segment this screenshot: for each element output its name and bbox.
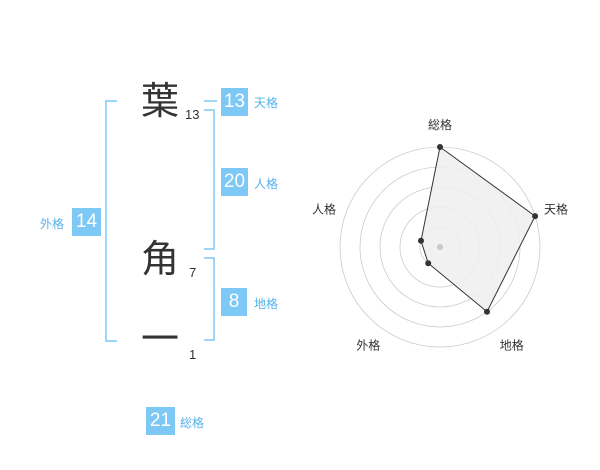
radar-point-1 <box>437 144 443 150</box>
radar-series-area <box>420 146 536 313</box>
gaikaku-badge: 14 <box>72 208 101 236</box>
gaikaku-bracket <box>105 100 117 342</box>
tenkaku-badge: 13 <box>221 88 248 116</box>
name-char-3: 一 <box>141 317 180 361</box>
radar-center-dot <box>437 244 443 250</box>
name-char-2: 角 <box>141 237 180 281</box>
soukaku-badge: 21 <box>146 407 175 435</box>
radar-axis-label-1: 総格 <box>428 117 452 132</box>
radar-axis-label-4: 外格 <box>356 338 380 353</box>
chikaku-bracket <box>204 257 215 341</box>
radar-point-5 <box>418 237 424 244</box>
radar-axis-label-5: 人格 <box>312 201 336 216</box>
radar-axis-label-3: 地格 <box>500 338 524 353</box>
radar-axis-label-2: 天格 <box>544 201 568 216</box>
chikaku-badge: 8 <box>221 288 247 316</box>
jinkaku-badge: 20 <box>221 168 248 196</box>
name-char-2-strokes: 7 <box>189 265 197 280</box>
soukaku-label: 総格 <box>180 416 205 430</box>
jinkaku-label: 人格 <box>254 177 279 191</box>
radar-point-4 <box>425 260 432 267</box>
jinkaku-bracket <box>204 109 215 250</box>
radar-point-3 <box>484 308 490 315</box>
name-char-1-strokes: 13 <box>185 107 200 122</box>
tenkaku-label: 天格 <box>254 96 279 110</box>
gaikaku-label: 外格 <box>40 217 65 231</box>
name-char-1: 葉 <box>141 79 180 123</box>
name-char-3-strokes: 1 <box>189 347 197 362</box>
chikaku-label: 地格 <box>254 297 279 311</box>
radar-point-2 <box>532 213 539 220</box>
